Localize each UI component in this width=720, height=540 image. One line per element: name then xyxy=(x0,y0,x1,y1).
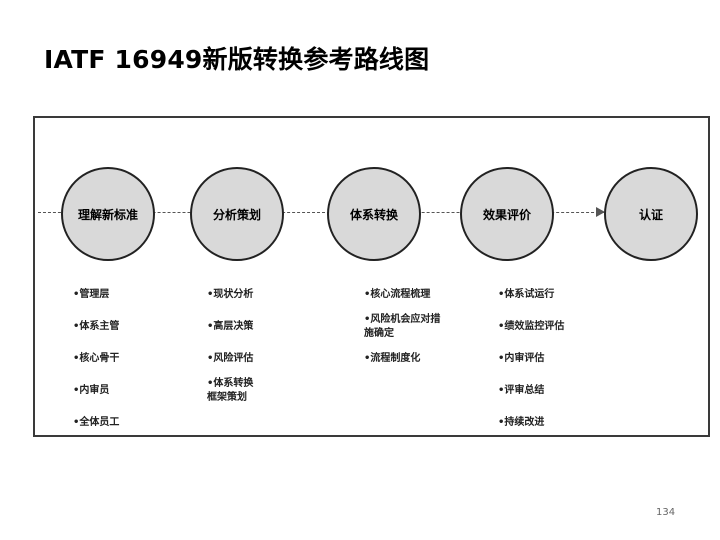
list-item: •全体员工 xyxy=(73,417,120,428)
flow-arrow-icon xyxy=(596,207,605,217)
node-analysis-planning: 分析策划 xyxy=(190,167,284,261)
node-effect-evaluation: 效果评价 xyxy=(460,167,554,261)
list-item: •风险评估 xyxy=(207,353,254,364)
list-item: •体系主管 xyxy=(73,321,120,332)
list-item: •持续改进 xyxy=(498,417,545,428)
node-system-transition: 体系转换 xyxy=(327,167,421,261)
page-number: 134 xyxy=(656,507,676,518)
list-item: •评审总结 xyxy=(498,385,545,396)
node-certification: 认证 xyxy=(604,167,698,261)
list-item: •管理层 xyxy=(73,289,110,300)
node-understand-standard: 理解新标准 xyxy=(61,167,155,261)
list-item: •内审员 xyxy=(73,385,110,396)
flow-line xyxy=(38,212,604,213)
page-title: IATF 16949新版转换参考路线图 xyxy=(44,45,430,74)
list-item: •核心流程梳理 xyxy=(364,289,431,300)
list-item: •核心骨干 xyxy=(73,353,120,364)
list-item: •体系试运行 xyxy=(498,289,555,300)
list-item: •绩效监控评估 xyxy=(498,321,565,332)
list-item: •流程制度化 xyxy=(364,353,421,364)
list-item: •内审评估 xyxy=(498,353,545,364)
list-item: •现状分析 xyxy=(207,289,254,300)
list-item: •体系转换 框架策划 xyxy=(207,378,254,403)
list-item: •风险机会应对措 施确定 xyxy=(364,314,441,339)
list-item: •高层决策 xyxy=(207,321,254,332)
diagram-frame xyxy=(33,116,710,437)
